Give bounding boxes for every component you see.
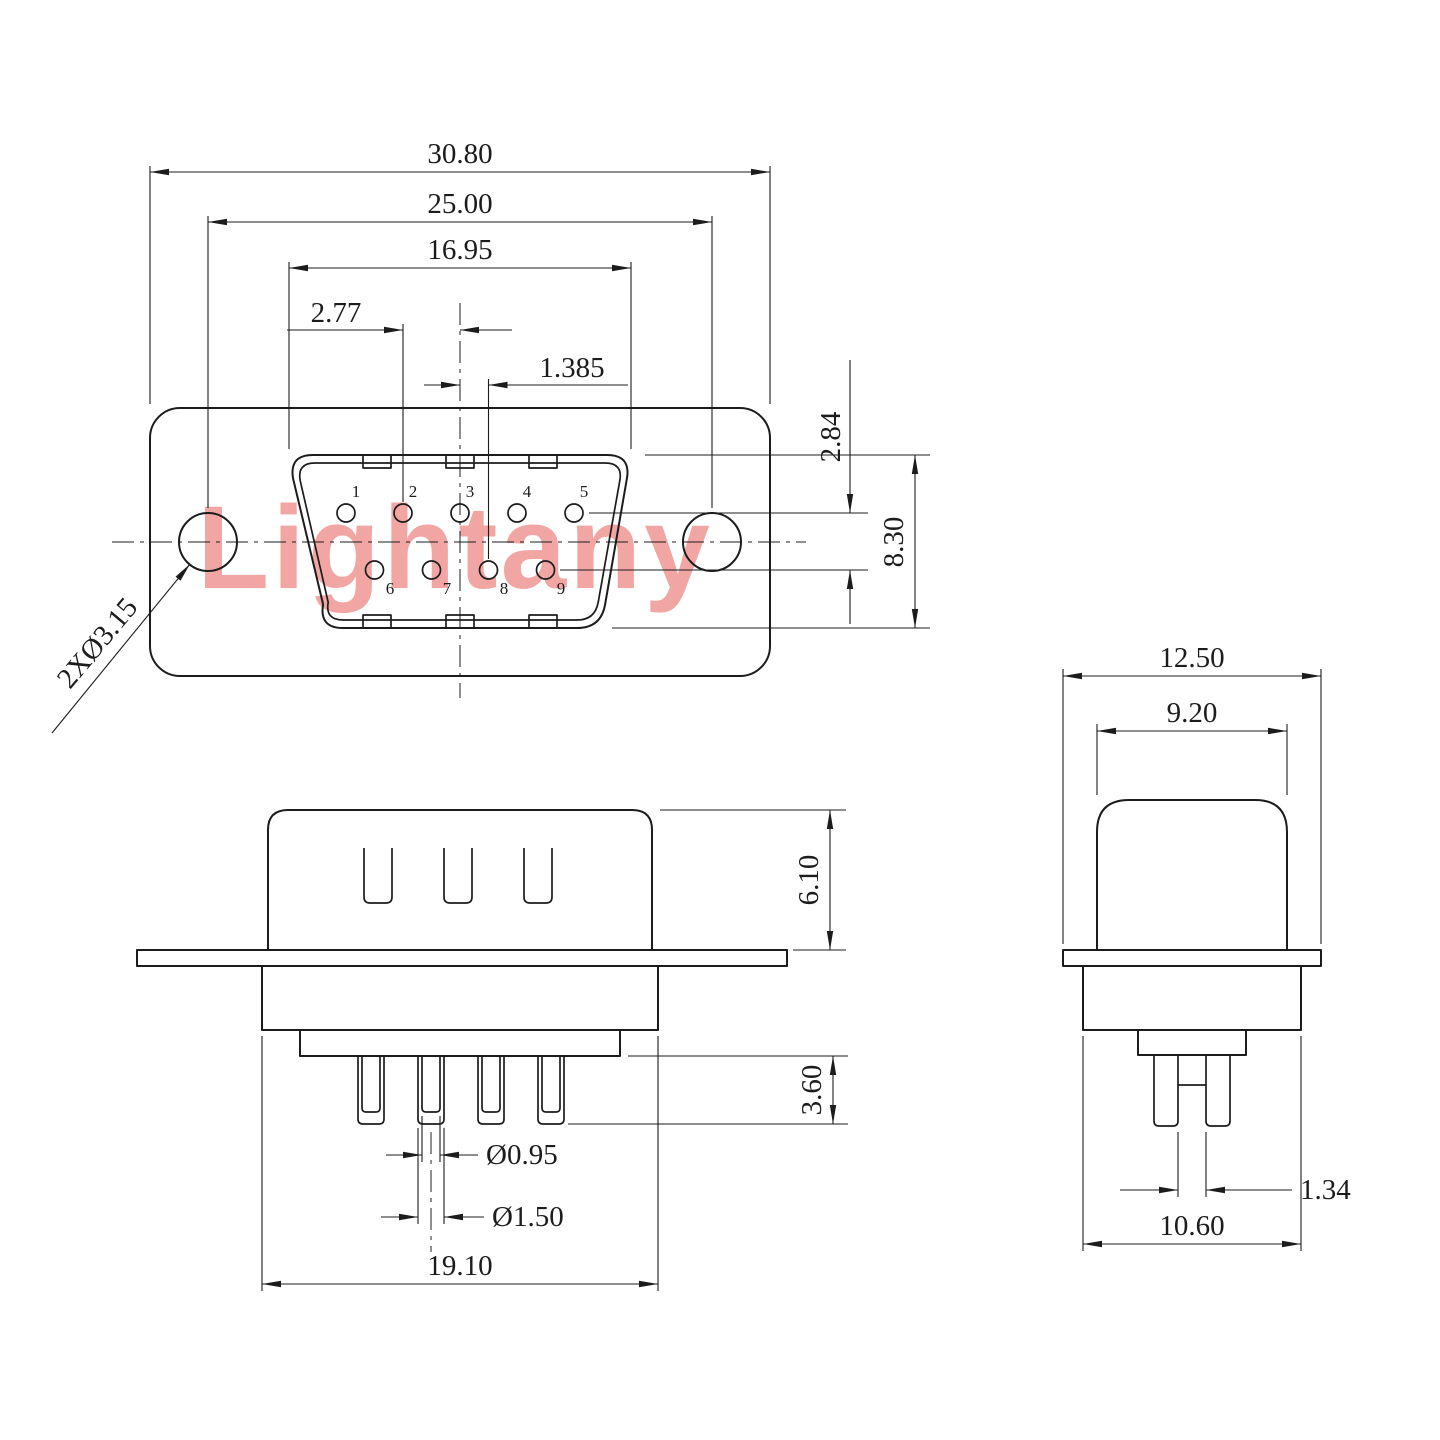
pin-3 — [450, 503, 470, 523]
end-pin-front — [1153, 1055, 1179, 1127]
dim-pin-pitch-label: 2.77 — [311, 297, 362, 329]
shell-inner-outline — [298, 462, 622, 621]
dim-overall-width-label: 30.80 — [427, 138, 492, 170]
pin-4 — [507, 503, 527, 523]
dim-bore-dia: Ø0.95 — [386, 1116, 558, 1171]
leader-line — [51, 563, 191, 734]
dim-end-shell-depth-label: 9.20 — [1167, 697, 1218, 729]
shell-tab — [362, 614, 392, 628]
dim-end-shell-depth: 9.20 — [1096, 697, 1288, 795]
leader-hole-dia: 2XØ3.15 — [51, 563, 191, 734]
pin-3-label: 3 — [466, 482, 475, 501]
dim-overall-depth: 12.50 — [1062, 642, 1322, 944]
pin-9 — [535, 560, 556, 580]
pin-numbers: 1 2 3 4 5 6 7 8 9 — [352, 482, 589, 598]
side-pin-bore — [421, 1056, 441, 1113]
side-flange-plate — [136, 949, 788, 967]
pin-7-label: 7 — [443, 579, 452, 598]
pin-7 — [421, 560, 442, 580]
side-pin-outer — [477, 1056, 505, 1125]
side-pin-outer — [537, 1056, 565, 1125]
pin-4-label: 4 — [523, 482, 532, 501]
side-shell-outline — [267, 809, 653, 951]
pin-2-label: 2 — [409, 482, 418, 501]
pin-8 — [478, 560, 499, 580]
dim-row-offset: 1.385 — [424, 352, 628, 559]
dim-pin-pitch: 2.77 — [287, 297, 512, 502]
dim-shell-height-label: 8.30 — [878, 517, 910, 568]
leader-hole-dia-label: 2XØ3.15 — [51, 592, 144, 695]
dim-cup-dia: Ø1.50 — [381, 1128, 564, 1233]
end-pin-rear — [1205, 1055, 1231, 1127]
end-insulator-step — [1137, 1029, 1247, 1056]
side-slot — [443, 848, 473, 904]
shell-tab — [362, 455, 392, 469]
dim-row-spacing: 2.84 — [560, 360, 868, 624]
dim-hole-spacing-label: 25.00 — [427, 188, 492, 220]
side-insulator-outline — [261, 965, 659, 1031]
dim-shell-width: 16.95 — [288, 234, 632, 449]
flange-outline — [149, 407, 771, 677]
pin-5-label: 5 — [580, 482, 589, 501]
dim-row-spacing-label: 2.84 — [815, 411, 847, 462]
dim-pin-length: 3.60 — [568, 1055, 848, 1125]
dim-shell-width-label: 16.95 — [427, 234, 492, 266]
dim-insulator-width: 19.10 — [261, 1036, 659, 1291]
mount-hole-left — [178, 512, 238, 572]
end-flange-plate — [1062, 949, 1322, 967]
side-pin-bore — [481, 1056, 501, 1113]
dim-end-insulator-depth-label: 10.60 — [1159, 1210, 1224, 1242]
shell-tab — [528, 614, 558, 628]
shell-tab — [528, 455, 558, 469]
dim-insulator-width-label: 19.10 — [427, 1250, 492, 1282]
watermark-text: Lightany — [197, 482, 713, 614]
dim-row-offset-label: 1.385 — [539, 352, 604, 384]
front-view: 1 2 3 4 5 6 7 8 9 30.80 25.00 — [51, 138, 930, 734]
end-view: 12.50 9.20 1.34 10.60 — [1062, 642, 1351, 1251]
side-pin-bore — [541, 1056, 561, 1113]
side-pin-outer — [357, 1056, 385, 1125]
pin-6 — [364, 560, 385, 580]
end-insulator-outline — [1082, 965, 1302, 1031]
dim-shell-depth-label: 6.10 — [793, 855, 825, 906]
side-insulator-step — [299, 1029, 621, 1057]
side-slot — [363, 848, 393, 904]
dim-bore-dia-label: Ø0.95 — [486, 1139, 558, 1171]
pin-2 — [393, 503, 413, 523]
pin-8-label: 8 — [500, 579, 509, 598]
side-pin-outer — [417, 1056, 445, 1125]
dim-hole-spacing: 25.00 — [207, 188, 713, 508]
dim-pin-gap-label: 1.34 — [1300, 1174, 1351, 1206]
dim-end-insulator-depth: 10.60 — [1082, 1036, 1302, 1251]
pin-1 — [336, 503, 356, 523]
shell-tab — [445, 614, 475, 628]
dim-overall-width: 30.80 — [149, 138, 771, 404]
pin-1-label: 1 — [352, 482, 361, 501]
pin-5 — [564, 503, 584, 523]
side-view: 6.10 3.60 Ø0.95 Ø1.50 — [136, 809, 848, 1291]
pin-9-label: 9 — [557, 579, 566, 598]
dim-overall-depth-label: 12.50 — [1159, 642, 1224, 674]
dim-cup-dia-label: Ø1.50 — [492, 1201, 564, 1233]
dim-pin-gap: 1.34 — [1120, 1132, 1351, 1206]
dim-shell-depth: 6.10 — [660, 809, 846, 951]
shell-outer-outline — [291, 454, 629, 629]
side-slot — [523, 848, 553, 904]
pin-6-label: 6 — [386, 579, 395, 598]
side-pin-bore — [361, 1056, 381, 1113]
dim-pin-length-label: 3.60 — [796, 1065, 828, 1116]
shell-tab — [445, 455, 475, 469]
end-shell-outline — [1096, 799, 1288, 951]
dim-shell-height: 8.30 — [612, 454, 930, 629]
